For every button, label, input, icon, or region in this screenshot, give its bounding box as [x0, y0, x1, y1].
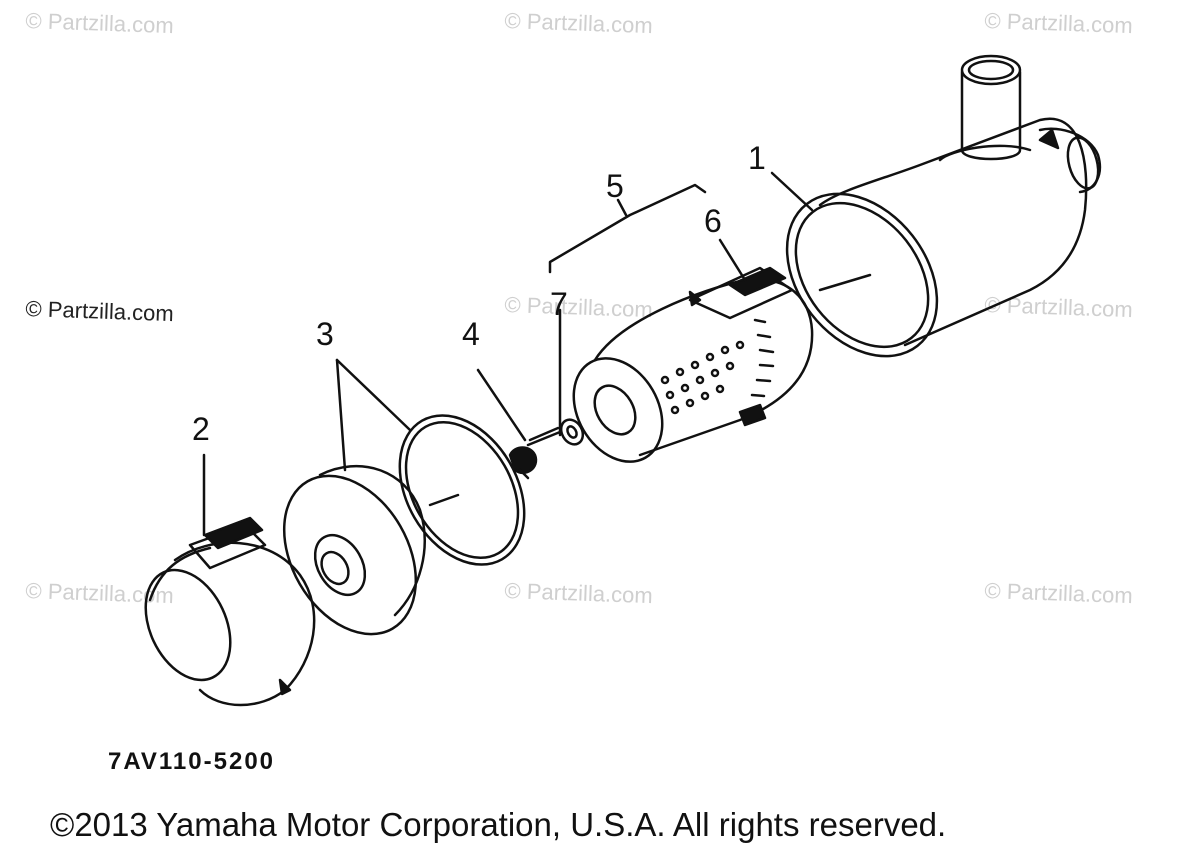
- callout-7: 7: [550, 286, 568, 322]
- cap-plate-part-3: [282, 465, 426, 636]
- diagram-part-code: 7AV110-5200: [108, 748, 276, 775]
- washer-part-7: [558, 308, 585, 446]
- cover-part-2: [144, 516, 316, 707]
- callout-1: 1: [748, 140, 766, 176]
- air-cleaner-case-part-1: [785, 54, 1102, 358]
- o-ring-part-3: [398, 414, 526, 566]
- leader-lines: [202, 171, 814, 537]
- wing-bolt-part-4: [508, 426, 562, 480]
- air-filter-element-part-5-6: [572, 266, 814, 463]
- callout-2: 2: [192, 411, 210, 447]
- callout-6: 6: [704, 203, 722, 239]
- callout-4: 4: [462, 316, 480, 352]
- callout-3: 3: [316, 316, 334, 352]
- copyright-notice: ©2013 Yamaha Motor Corporation, U.S.A. A…: [50, 806, 947, 843]
- callout-5: 5: [606, 168, 624, 204]
